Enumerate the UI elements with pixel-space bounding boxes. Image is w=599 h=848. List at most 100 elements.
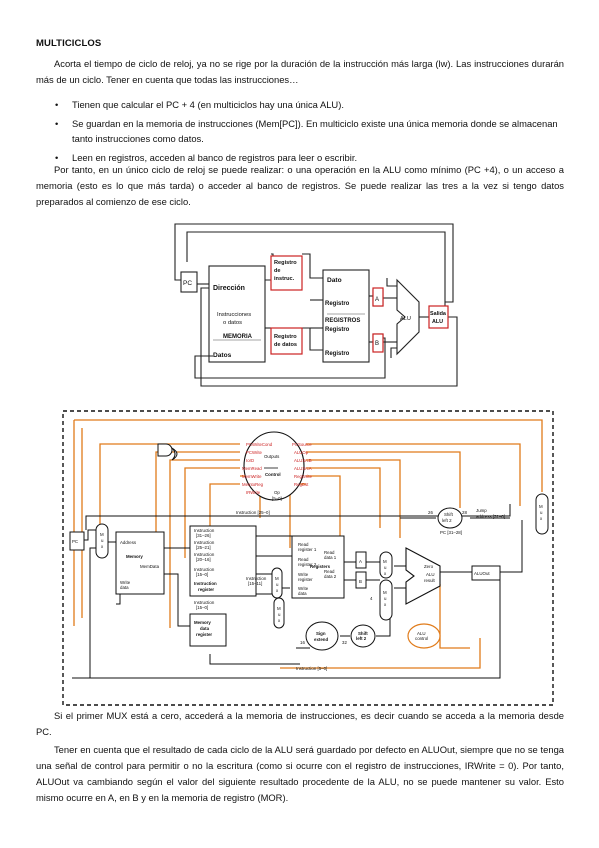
datos-label: Datos — [213, 352, 232, 359]
op-line2: [5–0] — [272, 496, 282, 501]
shl2-top-l1: Shift — [444, 512, 454, 517]
sig-regdst: RegDst — [294, 482, 309, 487]
sig-pcwrite: PCWrite — [246, 450, 263, 455]
sig-alusrcb: ALUSrcB — [294, 458, 312, 463]
mux-mr-m: M — [277, 606, 281, 611]
mux1-u: u — [101, 538, 104, 543]
bullet-text: Leen en registros, acceden al banco de r… — [72, 151, 358, 163]
memoria-label: MEMORIA — [223, 334, 253, 340]
instr-datos-line1: Instrucciones — [217, 312, 251, 318]
memory-label: Memory — [126, 554, 143, 559]
registros-label: REGISTROS — [325, 318, 360, 324]
bullet-list: •Tienen que calcular el PC + 4 (en multi… — [36, 97, 564, 168]
instr-15-0b-l2: [15–0] — [196, 605, 208, 610]
dato-label: Dato — [327, 277, 342, 284]
salida-line1: Salida — [430, 311, 447, 317]
reg-instr-line1: Registro — [274, 260, 297, 266]
bullet-dot: • — [55, 99, 59, 110]
bullet-item: • Se guardan en la memoria de instruccion… — [36, 116, 564, 147]
instr-25-0: Instruction [25–0] — [236, 510, 270, 515]
sig-iord: IorD — [246, 458, 254, 463]
bullet-dot: • — [55, 117, 59, 129]
b-reg-label: B — [359, 579, 362, 584]
sig-pcwritecond: PCWriteCond — [246, 442, 273, 447]
control-label: Control — [265, 472, 281, 477]
a-label: A — [375, 297, 379, 303]
mux-mr-x: x — [278, 618, 281, 623]
alu-label: ALU — [400, 316, 411, 322]
n26-label: 26 — [428, 510, 433, 515]
sig-irwrite: IRWrite — [246, 490, 261, 495]
instr-datos-line2: o datos — [223, 320, 242, 326]
ir-line2: register — [198, 587, 214, 592]
direccion-label: Dirección — [213, 285, 245, 292]
sig-regwrite: RegWrite — [294, 474, 312, 479]
mux-pc-x: x — [540, 516, 543, 521]
instr-15-0b-l1: Instruction — [194, 600, 215, 605]
instr-31-26-l1: Instruction — [194, 528, 215, 533]
mux-b-x: x — [384, 602, 387, 607]
mux-b-u: u — [384, 596, 387, 601]
instr-15-11-l1: Instruction — [246, 576, 267, 581]
intro-text: Acorta el tiempo de ciclo de reloj, ya n… — [36, 58, 564, 85]
outputs-label: Outputs — [264, 454, 280, 459]
instr-15-0-l1: Instruction — [194, 567, 215, 572]
shl2-l2: left 2 — [356, 636, 367, 641]
rr2-l2: register 2 — [298, 562, 317, 567]
pc-label: PC — [183, 280, 192, 287]
bullet-item: •Tienen que calcular el PC + 4 (en multi… — [36, 97, 564, 113]
mdr-line2: data — [200, 626, 210, 631]
mux-a-x: x — [384, 571, 387, 576]
bullet-text: Se guardan en la memoria de instruccione… — [72, 117, 558, 145]
n32-label: 32 — [342, 640, 347, 645]
sig-memwrite: MemWrite — [242, 474, 262, 479]
instr-25-21-l2: [25–21] — [196, 545, 211, 550]
rr2-l1: Read — [298, 557, 309, 562]
mdr-line3: register — [196, 632, 212, 637]
a-reg-label: A — [359, 559, 362, 564]
mux-pc-m: M — [539, 504, 543, 509]
alu-result-label: result — [424, 578, 436, 583]
four-label: 4 — [370, 596, 373, 601]
write-data-l1: Write — [120, 580, 131, 585]
memdata-label: MemData — [140, 564, 160, 569]
registro-label-2: Registro — [325, 327, 350, 333]
b-label: B — [375, 341, 379, 347]
bullet-dot: • — [55, 151, 59, 163]
salida-line2: ALU — [432, 319, 443, 325]
jump-l2: address [31–0] — [476, 514, 505, 519]
intro-paragraph: Acorta el tiempo de ciclo de reloj, ya n… — [36, 56, 564, 88]
n16-label: 16 — [300, 640, 305, 645]
registers-label: Registers — [310, 564, 331, 569]
mux1-m: M — [100, 532, 104, 537]
paragraph-2: Por tanto, en un único ciclo de reloj se… — [36, 162, 564, 210]
mdr-line1: Memory — [194, 620, 211, 625]
paragraph-2-text: Por tanto, en un único ciclo de reloj se… — [36, 164, 564, 207]
pc-31-28-label: PC [31–28] — [440, 530, 462, 535]
instr-15-11-l2: [15–11] — [248, 581, 262, 586]
mux1-x: x — [101, 544, 104, 549]
pc-label-2: PC — [72, 539, 78, 544]
paragraph-4: Tener en cuenta que el resultado de cada… — [36, 742, 564, 806]
alu-control-l1: ALU — [417, 631, 426, 636]
wr-l2: register — [298, 577, 313, 582]
wd-l2: data — [298, 591, 307, 596]
paragraph-3-text: Si el primer MUX está a cero, accederá a… — [36, 710, 564, 737]
rd1-l1: Read — [324, 550, 335, 555]
instr-25-21-l1: Instruction — [194, 540, 215, 545]
ir-line1: Instruction — [194, 581, 217, 586]
reg-datos-line2: de datos — [274, 342, 297, 348]
op-line1: Op — [274, 490, 280, 495]
wd-l1: Write — [298, 586, 309, 591]
mux-rd-u: u — [276, 582, 279, 587]
mux-a-u: u — [384, 565, 387, 570]
shl2-top-l2: left 2 — [442, 518, 452, 523]
section-title: MULTICICLOS — [36, 38, 102, 49]
simplified-datapath-diagram: PC Dirección Instrucciones o datos MEMOR… — [165, 218, 470, 394]
jump-l1: Jump — [476, 508, 487, 513]
mux-mr-u: u — [278, 612, 281, 617]
mux-rd-x: x — [276, 588, 279, 593]
rd2-l1: Read — [324, 569, 335, 574]
sig-pcsource: PCSource — [292, 442, 312, 447]
